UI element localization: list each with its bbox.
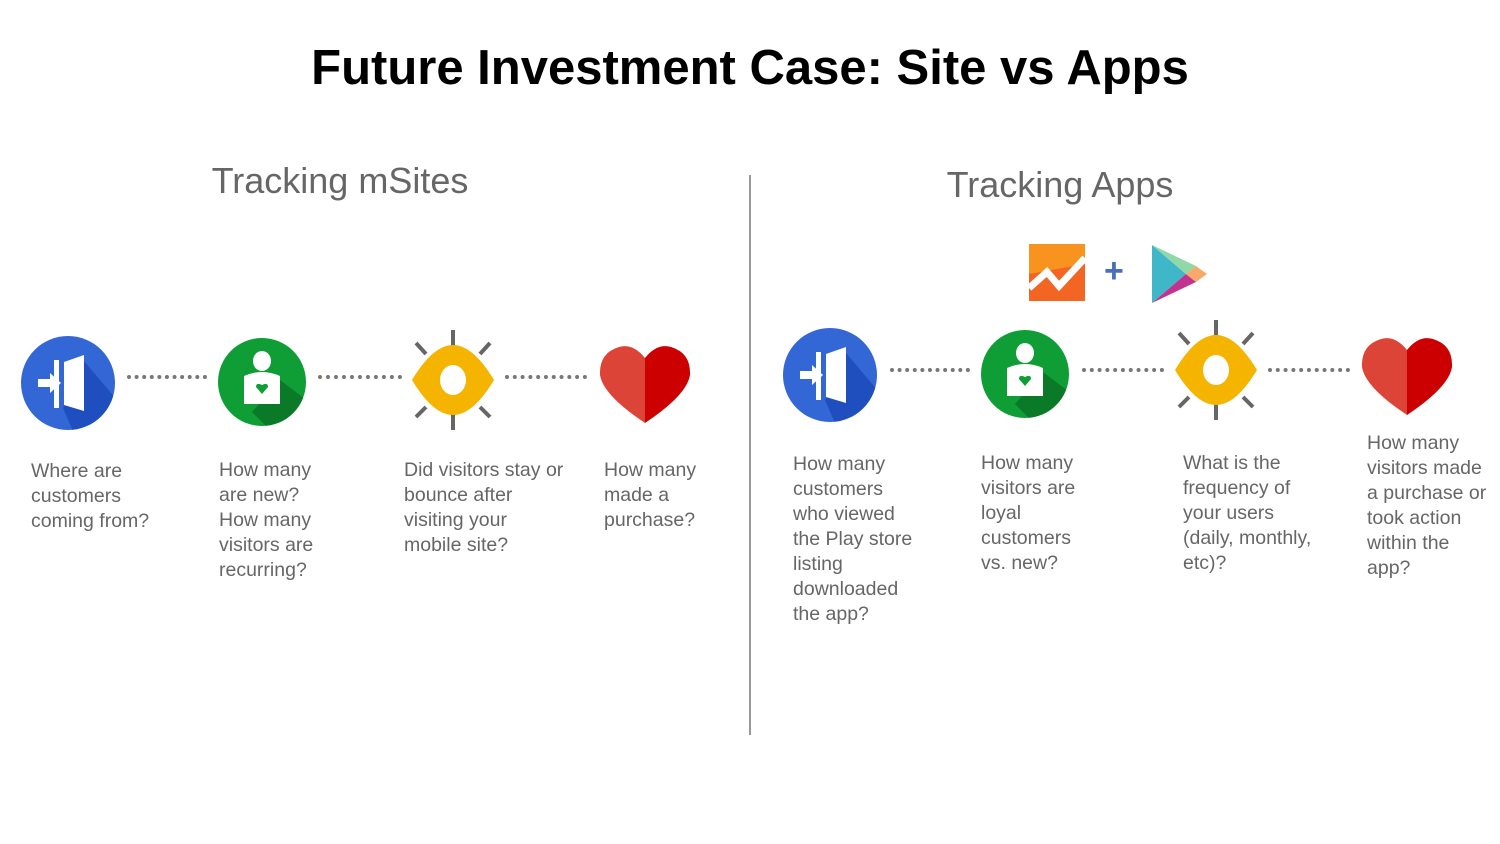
dotted-connector bbox=[318, 375, 402, 379]
msites-question-2: How many are new? How many visitors are … bbox=[219, 459, 314, 581]
dotted-connector bbox=[127, 375, 207, 379]
apps-question-2: How many visitors are loyal customers vs… bbox=[981, 452, 1076, 574]
heading-tracking-apps: Tracking Apps bbox=[946, 164, 1174, 205]
eye-icon bbox=[403, 330, 503, 430]
apps-question-4: How many visitors made a purchase or too… bbox=[1367, 432, 1487, 579]
loyal-user-icon bbox=[975, 324, 1075, 424]
heading-tracking-msites: Tracking mSites bbox=[211, 160, 469, 201]
heart-icon bbox=[1357, 325, 1457, 425]
msites-question-3: Did visitors stay or bounce after visiti… bbox=[404, 459, 564, 556]
plus-sign: + bbox=[1104, 252, 1124, 290]
google-analytics-logo bbox=[1029, 244, 1085, 301]
dotted-connector bbox=[890, 368, 970, 372]
msites-question-4: How many made a purchase? bbox=[604, 459, 697, 531]
entrance-door-icon bbox=[780, 325, 880, 425]
heart-icon bbox=[595, 333, 695, 433]
google-play-logo bbox=[1152, 245, 1207, 303]
apps-question-1: How many customers who viewed the Play s… bbox=[793, 453, 913, 625]
entrance-door-icon bbox=[18, 333, 118, 433]
msites-question-1: Where are customers coming from? bbox=[31, 460, 150, 532]
loyal-user-icon bbox=[212, 332, 312, 432]
slide-title: Future Investment Case: Site vs Apps bbox=[311, 41, 1189, 95]
eye-icon bbox=[1166, 320, 1266, 420]
dotted-connector bbox=[1082, 368, 1164, 372]
dotted-connector bbox=[1268, 368, 1350, 372]
apps-question-3: What is the frequency of your users (dai… bbox=[1183, 452, 1312, 574]
dotted-connector bbox=[505, 375, 587, 379]
divider bbox=[749, 175, 751, 735]
